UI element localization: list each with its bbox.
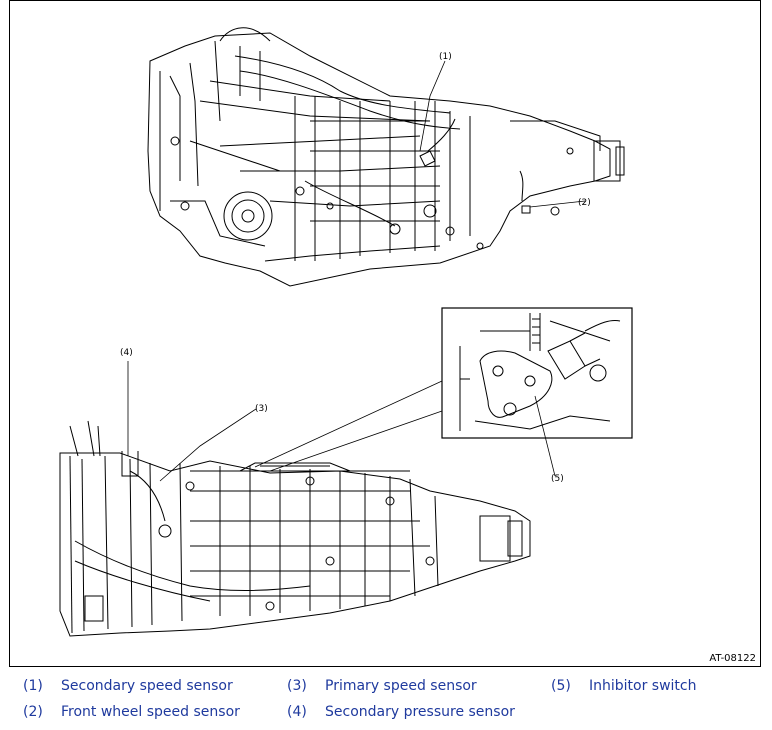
- legend-num-3: (3): [287, 678, 307, 694]
- callout-3: (3): [255, 404, 268, 414]
- legend-num-4: (4): [287, 704, 307, 720]
- legend-item-2: (2) Front wheel speed sensor: [23, 704, 240, 720]
- leader-lines: [127, 60, 586, 482]
- callout-5: (5): [551, 474, 564, 484]
- legend-label-5: Inhibitor switch: [589, 678, 697, 694]
- legend-num-1: (1): [23, 678, 43, 694]
- legend-label-2: Front wheel speed sensor: [61, 704, 240, 720]
- legend-label-4: Secondary pressure sensor: [325, 704, 515, 720]
- transmission-drawing: (1) (2) (3) (4) (5): [59, 27, 633, 637]
- figure-id: AT-08122: [709, 653, 756, 664]
- legend-label-1: Secondary speed sensor: [61, 678, 233, 694]
- legend-item-1: (1) Secondary speed sensor: [23, 678, 233, 694]
- inhibitor-switch-detail: [441, 307, 633, 439]
- upper-transmission-illustration: [147, 27, 625, 287]
- callout-4: (4): [120, 348, 133, 358]
- legend-label-3: Primary speed sensor: [325, 678, 477, 694]
- callout-1: (1): [439, 52, 452, 62]
- lower-transmission-illustration: [59, 420, 531, 637]
- legend-item-5: (5) Inhibitor switch: [551, 678, 697, 694]
- legend: (1) Secondary speed sensor (2) Front wheel…: [0, 676, 772, 730]
- callout-2: (2): [578, 198, 591, 208]
- legend-num-2: (2): [23, 704, 43, 720]
- legend-item-3: (3) Primary speed sensor: [287, 678, 477, 694]
- legend-num-5: (5): [551, 678, 571, 694]
- legend-item-4: (4) Secondary pressure sensor: [287, 704, 515, 720]
- figure-frame: (1) (2) (3) (4) (5) AT-08122: [9, 0, 761, 667]
